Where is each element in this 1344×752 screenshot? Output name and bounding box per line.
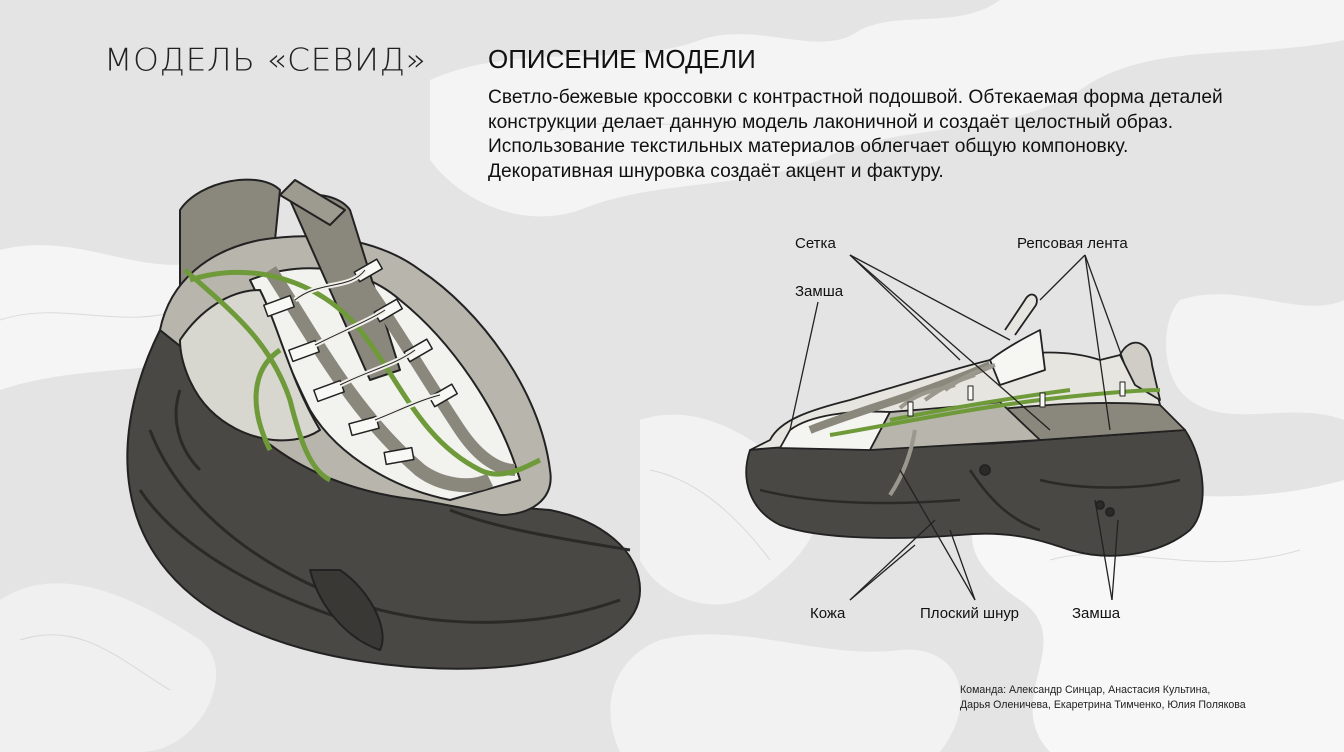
credits-line: Дарья Оленичева, Екаретрина Тимченко, Юл… xyxy=(960,698,1246,711)
sneaker-side-illustration xyxy=(745,293,1204,557)
callout-suede-bottom: Замша xyxy=(1072,605,1121,622)
callout-grosgrain-ribbon: Репсовая лента xyxy=(1017,235,1128,252)
callout-suede-top: Замша xyxy=(795,283,844,300)
description-line: Использование текстильных материалов обл… xyxy=(488,136,1129,157)
sneaker-front-illustration xyxy=(126,178,641,670)
team-credits: Команда: Александр Синцар, Анастасия Кул… xyxy=(960,683,1246,712)
description-line: Декоративная шнуровка создаёт акцент и ф… xyxy=(488,160,944,182)
page-title: МОДЕЛЬ «СЕВИД» xyxy=(104,40,427,79)
credits-line: Команда: Александр Синцар, Анастасия Кул… xyxy=(960,684,1211,696)
callout-leather: Кожа xyxy=(810,605,846,622)
callout-flat-lace: Плоский шнур xyxy=(920,605,1020,622)
callout-mesh: Сетка xyxy=(795,235,836,252)
description-heading: ОПИСЕНИЕ МОДЕЛИ xyxy=(488,44,756,74)
description-line: конструкции делает данную модель лаконич… xyxy=(488,111,1174,133)
description-line: Светло-бежевые кроссовки с контрастной п… xyxy=(488,87,1223,108)
description-text: Светло-бежевые кроссовки с контрастной п… xyxy=(488,86,1318,184)
